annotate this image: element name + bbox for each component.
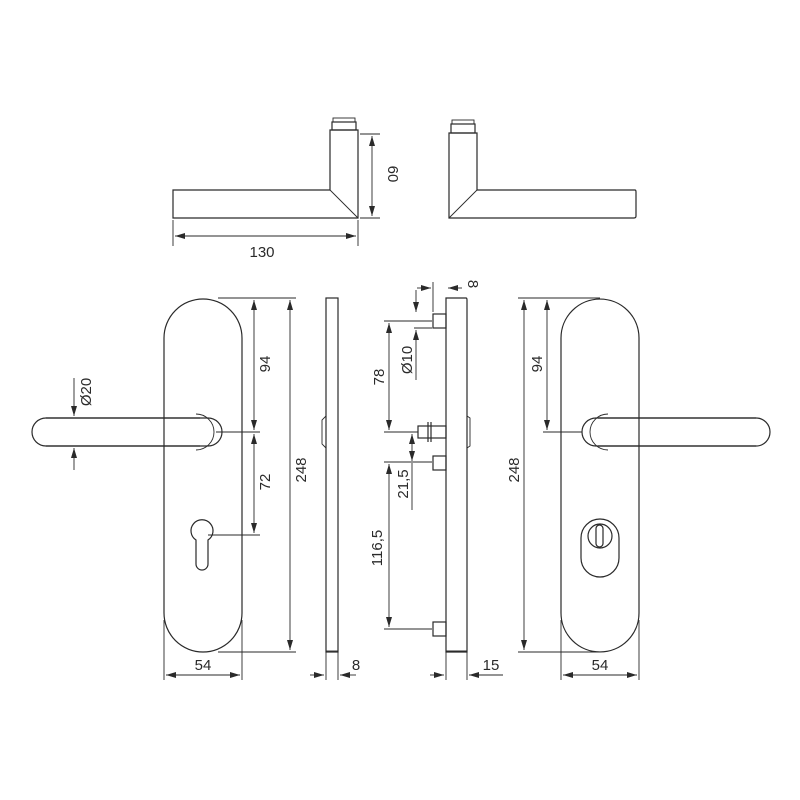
plate-height-label: 248 — [293, 457, 310, 482]
top-view-left-lever: 130 60 — [172, 117, 401, 261]
pin-to-pin-label: 116,5 — [369, 530, 386, 566]
handle-to-cylinder-label: 72 — [257, 474, 274, 491]
top-view-right-lever — [448, 119, 637, 219]
pin-diameter-label: Ø10 — [399, 346, 416, 374]
top-to-spindle-label: 78 — [371, 369, 388, 386]
right-plate-height-label: 248 — [506, 457, 523, 482]
total-thickness-label: 15 — [483, 657, 500, 674]
right-plate-width-label: 54 — [592, 657, 609, 674]
section-view: 8 Ø10 78 21,5 116,5 15 — [369, 280, 503, 680]
side-view-plate: 8 — [310, 297, 360, 680]
section-top-offset-label: 8 — [464, 280, 481, 288]
spindle-to-pin-label: 21,5 — [395, 469, 412, 498]
plate-thickness-label: 8 — [352, 657, 360, 674]
lever-height-label: 60 — [384, 166, 401, 183]
front-view-right: 248 94 54 — [506, 297, 771, 680]
top-to-handle-label: 94 — [257, 356, 274, 373]
front-view-left: Ø20 94 72 248 54 — [31, 297, 310, 680]
lever-length-label: 130 — [249, 244, 274, 261]
plate-width-label: 54 — [195, 657, 212, 674]
right-top-to-handle-label: 94 — [529, 356, 546, 373]
handle-diameter-label: Ø20 — [78, 378, 95, 406]
